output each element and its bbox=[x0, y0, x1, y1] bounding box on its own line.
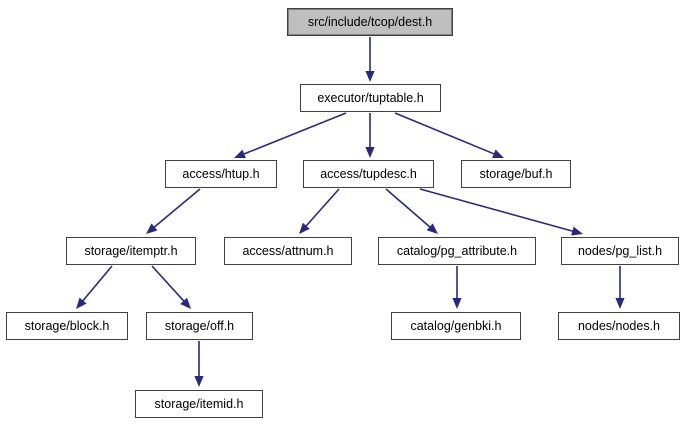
graph-edge-off-to-itemid bbox=[194, 341, 204, 387]
graph-node-genbki[interactable]: catalog/genbki.h bbox=[391, 312, 521, 340]
graph-node-block[interactable]: storage/block.h bbox=[6, 312, 128, 340]
graph-edge-tupdesc-to-pg_attribute bbox=[385, 188, 438, 234]
graph-edge-htup-to-itemptr bbox=[146, 188, 201, 234]
graph-node-dest[interactable]: src/include/tcop/dest.h bbox=[287, 8, 453, 36]
graph-node-itemptr[interactable]: storage/itemptr.h bbox=[66, 237, 196, 265]
graph-edge-itemptr-to-block bbox=[76, 265, 113, 309]
graph-edge-tuptable-to-buf bbox=[394, 112, 504, 159]
graph-edge-itemptr-to-off bbox=[151, 265, 191, 309]
graph-node-itemid[interactable]: storage/itemid.h bbox=[135, 390, 263, 418]
graph-edge-tupdesc-to-attnum bbox=[299, 188, 340, 234]
graph-node-nodes[interactable]: nodes/nodes.h bbox=[558, 312, 680, 340]
graph-edge-tuptable-to-htup bbox=[234, 112, 347, 159]
graph-node-tuptable[interactable]: executor/tuptable.h bbox=[300, 84, 441, 112]
graph-node-htup[interactable]: access/htup.h bbox=[165, 160, 277, 188]
graph-edge-dest-to-tuptable bbox=[365, 37, 375, 82]
graph-edge-tuptable-to-tupdesc bbox=[365, 113, 375, 158]
graph-edge-tupdesc-to-pg_list bbox=[419, 188, 583, 236]
graph-edge-pg_list-to-nodes bbox=[615, 266, 625, 309]
graph-node-off[interactable]: storage/off.h bbox=[146, 312, 253, 340]
graph-node-tupdesc[interactable]: access/tupdesc.h bbox=[303, 160, 434, 188]
graph-node-attnum[interactable]: access/attnum.h bbox=[224, 237, 352, 265]
graph-edge-pg_attribute-to-genbki bbox=[452, 266, 462, 309]
graph-node-buf[interactable]: storage/buf.h bbox=[461, 160, 571, 188]
graph-node-pg_list[interactable]: nodes/pg_list.h bbox=[561, 237, 679, 265]
graph-node-pg_attribute[interactable]: catalog/pg_attribute.h bbox=[378, 237, 536, 265]
